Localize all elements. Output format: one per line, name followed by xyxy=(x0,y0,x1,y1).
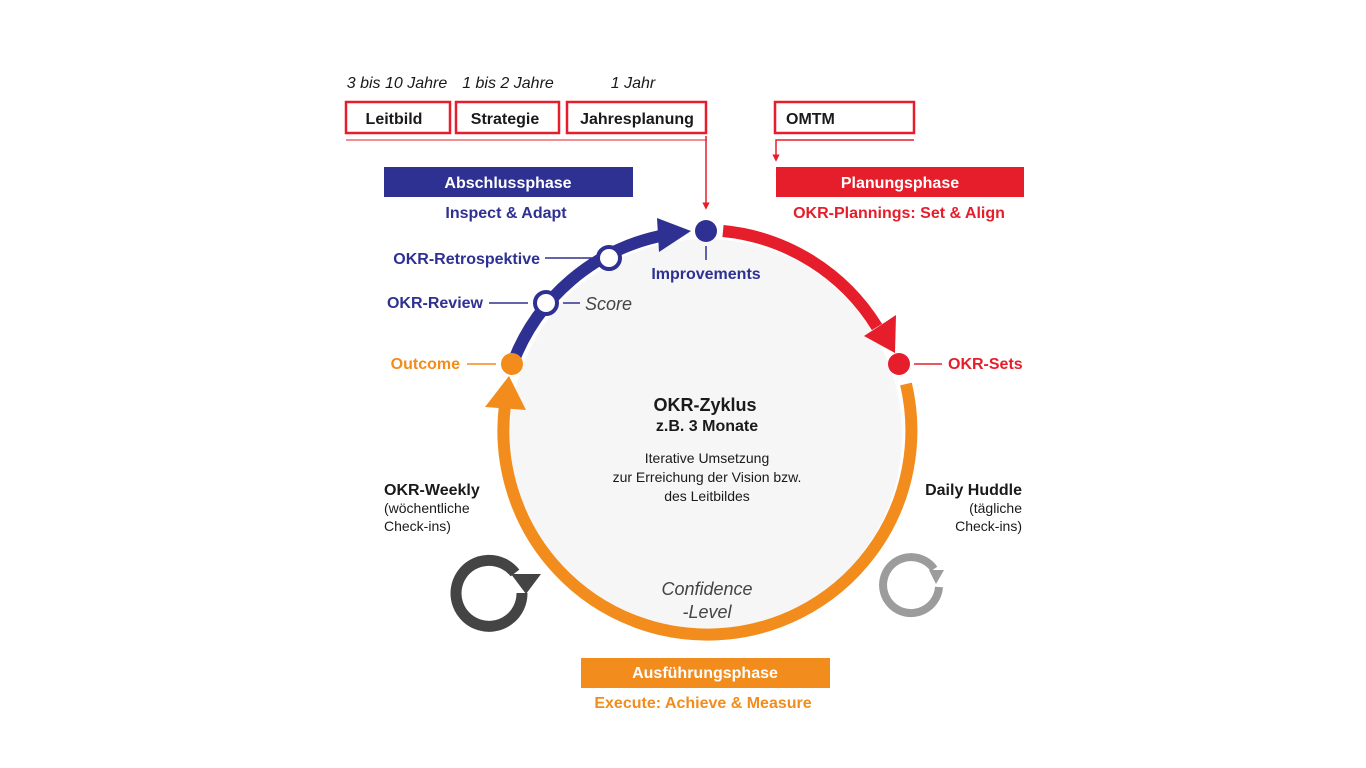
execution-phase-banner xyxy=(581,658,830,688)
cycle-duration: z.B. 3 Monate xyxy=(656,418,758,435)
cycle-inner-disc xyxy=(510,239,902,631)
planning-arrowhead xyxy=(864,315,896,353)
strategie-box xyxy=(454,100,561,135)
daily-desc-line1: (tägliche xyxy=(969,500,1022,516)
duration-jahresplanung: 1 Jahr xyxy=(611,75,656,92)
closing-arc xyxy=(506,229,667,368)
daily-refresh-icon xyxy=(879,553,943,618)
duration-strategie: 1 bis 2 Jahre xyxy=(462,75,554,92)
jahresplanung-box xyxy=(565,100,708,135)
leitbild-label: Leitbild xyxy=(366,111,423,128)
confidence-label-line2: -Level xyxy=(682,602,732,622)
phase-planning: Planungsphase OKR-Plannings: Set & Align xyxy=(776,167,1024,222)
review-node xyxy=(533,290,559,316)
improvements-label: Improvements xyxy=(651,266,760,283)
execution-phase-subtitle: Execute: Achieve & Measure xyxy=(594,695,811,712)
daily-huddle: Daily Huddle (tägliche Check-ins) xyxy=(879,482,1022,618)
execution-phase-title: Ausführungsphase xyxy=(632,665,778,682)
review-label: OKR-Review xyxy=(387,295,484,312)
planning-phase-title: Planungsphase xyxy=(841,175,959,192)
planning-phase-banner xyxy=(776,167,1024,197)
daily-title: Daily Huddle xyxy=(925,482,1022,499)
daily-desc-line2: Check-ins) xyxy=(955,518,1022,534)
retrospective-node xyxy=(596,245,622,271)
outcome-label: Outcome xyxy=(391,356,460,373)
phase-closing: Abschlussphase Inspect & Adapt xyxy=(384,167,633,222)
weekly-refresh-icon xyxy=(450,554,528,632)
closing-phase-title: Abschlussphase xyxy=(444,175,571,192)
omtm-label: OMTM xyxy=(786,111,835,128)
phase-execution: Ausführungsphase Execute: Achieve & Meas… xyxy=(581,658,830,712)
weekly-refresh-arrowhead xyxy=(511,574,541,594)
planning-phase-subtitle: OKR-Plannings: Set & Align xyxy=(793,205,1005,222)
okr-weekly: OKR-Weekly (wöchentliche Check-ins) xyxy=(384,482,541,632)
cycle-center: OKR-Zyklus z.B. 3 Monate Iterative Umset… xyxy=(613,395,802,504)
score-label: Score xyxy=(585,294,632,314)
improvements-node xyxy=(695,220,717,242)
duration-leitbild: 3 bis 10 Jahre xyxy=(347,75,448,92)
omtm-connector xyxy=(772,139,914,162)
confidence-label-line1: Confidence xyxy=(661,579,752,599)
jahresplanung-label: Jahresplanung xyxy=(580,111,694,128)
execution-arc xyxy=(497,382,918,641)
cycle-title: OKR-Zyklus xyxy=(653,395,756,415)
closing-phase-subtitle: Inspect & Adapt xyxy=(445,205,567,222)
weekly-title: OKR-Weekly xyxy=(384,482,480,499)
closing-arrowhead xyxy=(657,218,691,252)
planning-arc xyxy=(722,225,883,331)
strategie-label: Strategie xyxy=(471,111,540,128)
cycle-description-line1: Iterative Umsetzung xyxy=(645,450,770,466)
execution-arrowhead xyxy=(485,376,526,410)
leitbild-box xyxy=(344,100,452,135)
weekly-desc-line2: Check-ins) xyxy=(384,518,451,534)
outcome-node xyxy=(501,353,523,375)
weekly-desc-line1: (wöchentliche xyxy=(384,500,470,516)
daily-refresh-arrowhead xyxy=(929,570,944,584)
retrospective-label: OKR-Retrospektive xyxy=(393,251,540,268)
omtm-box xyxy=(773,100,916,135)
closing-phase-banner xyxy=(384,167,633,197)
timeline: 3 bis 10 Jahre 1 bis 2 Jahre 1 Jahr Leit… xyxy=(344,75,916,210)
cycle: Improvements OKR-Retrospektive OKR-Revie… xyxy=(387,218,1023,641)
cycle-description-line3: des Leitbildes xyxy=(664,488,750,504)
okr-sets-label: OKR-Sets xyxy=(948,356,1023,373)
okr-sets-node xyxy=(888,353,910,375)
cycle-description-line2: zur Erreichung der Vision bzw. xyxy=(613,469,802,485)
